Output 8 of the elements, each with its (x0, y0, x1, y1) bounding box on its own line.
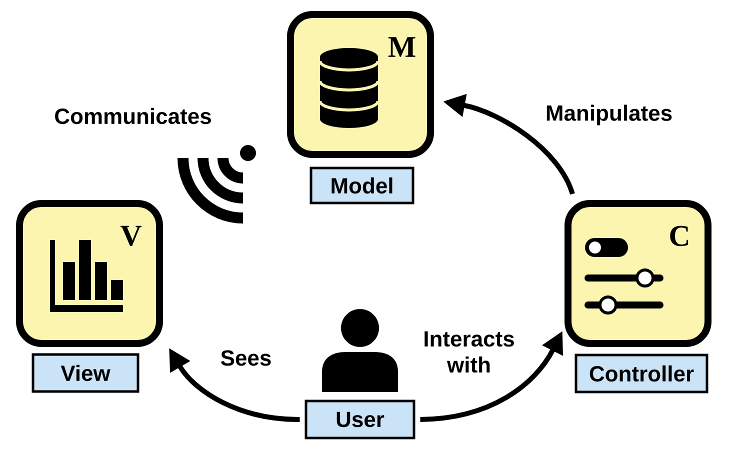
edge-label: Interacts with (413, 330, 525, 374)
label-box: User (304, 400, 416, 440)
label-box: Controller (574, 354, 708, 394)
edge-label: Manipulates (544, 104, 674, 126)
label-box: Model (310, 166, 414, 204)
label-box: View (32, 353, 140, 393)
annotation-text: Communicates (55, 108, 211, 124)
edge-label: Sees (219, 349, 273, 367)
